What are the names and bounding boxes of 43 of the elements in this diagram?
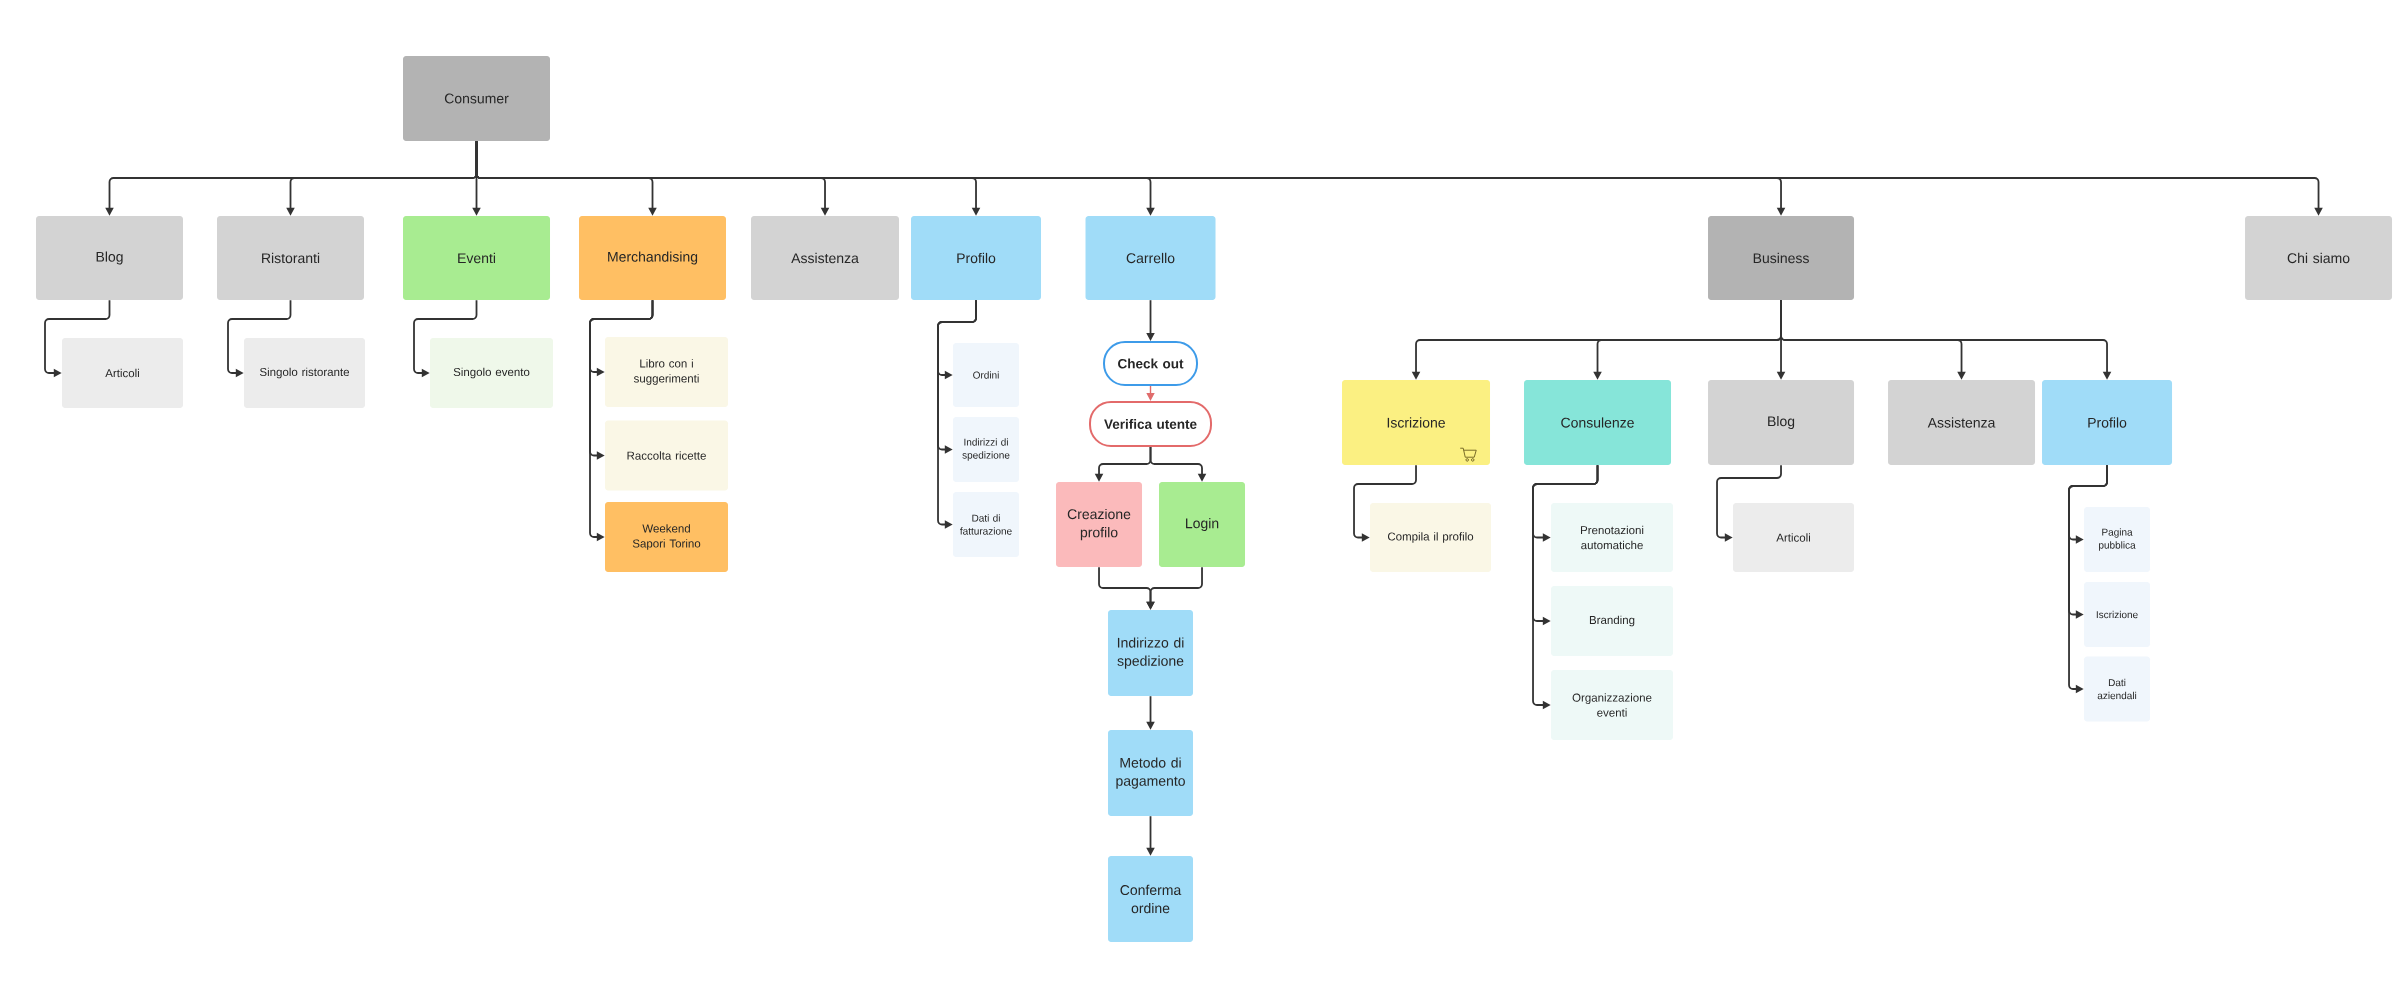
page-box: Singolo evento [430, 338, 553, 408]
step-box: Conferma ordine [1108, 856, 1193, 942]
page-box: Pagina pubblica [2084, 507, 2151, 572]
page-box: Organizzazione eventi [1551, 670, 1673, 740]
terminal-pill: Check out [1103, 341, 1198, 386]
step-box: Creazione profilo [1056, 482, 1142, 567]
page-box: Singolo ristorante [244, 338, 365, 408]
section-box: Consulenze [1524, 380, 1671, 465]
page-box: Prenotazioni automatiche [1551, 503, 1673, 572]
section-box: Consumer [403, 56, 550, 141]
section-box: Profilo [2042, 380, 2173, 465]
section-box: Merchandising [579, 216, 726, 300]
section-box: Eventi [403, 216, 550, 300]
page-box: Weekend Sapori Torino [605, 502, 728, 572]
section-box: Business [1708, 216, 1855, 300]
page-box: Dati aziendali [2084, 656, 2151, 722]
step-box: Indirizzo di spedizione [1108, 610, 1193, 696]
page-box: Dati di fatturazione [953, 492, 1019, 557]
page-box: Articoli [1733, 503, 1855, 572]
section-box: Blog [1708, 380, 1855, 465]
section-box: Chi siamo [2245, 216, 2393, 300]
page-box: Raccolta ricette [605, 420, 728, 491]
arrow [1716, 464, 1782, 542]
section-box: Iscrizione [1342, 380, 1490, 465]
page-box: Articoli [62, 338, 183, 408]
arrow [937, 299, 977, 529]
page-box: Ordini [953, 343, 1019, 407]
page-box: Libro con i suggerimenti [605, 337, 728, 407]
terminal-pill: Verifica utente [1089, 401, 1212, 447]
section-box: Carrello [1085, 216, 1216, 300]
page-box: Compila il profilo [1370, 503, 1491, 572]
section-box: Assistenza [751, 216, 899, 300]
page-box: Branding [1551, 586, 1673, 656]
page-box: Indirizzi di spedizione [953, 417, 1019, 482]
section-box: Ristoranti [217, 216, 364, 300]
arrow [1146, 385, 1155, 401]
arrow [1353, 464, 1417, 542]
step-box: Metodo di pagamento [1108, 730, 1193, 816]
section-box: Assistenza [1888, 380, 2036, 465]
section-box: Profilo [911, 216, 1041, 300]
step-box: Login [1159, 482, 1245, 567]
page-box: Iscrizione [2084, 582, 2151, 647]
section-box: Blog [36, 216, 183, 300]
